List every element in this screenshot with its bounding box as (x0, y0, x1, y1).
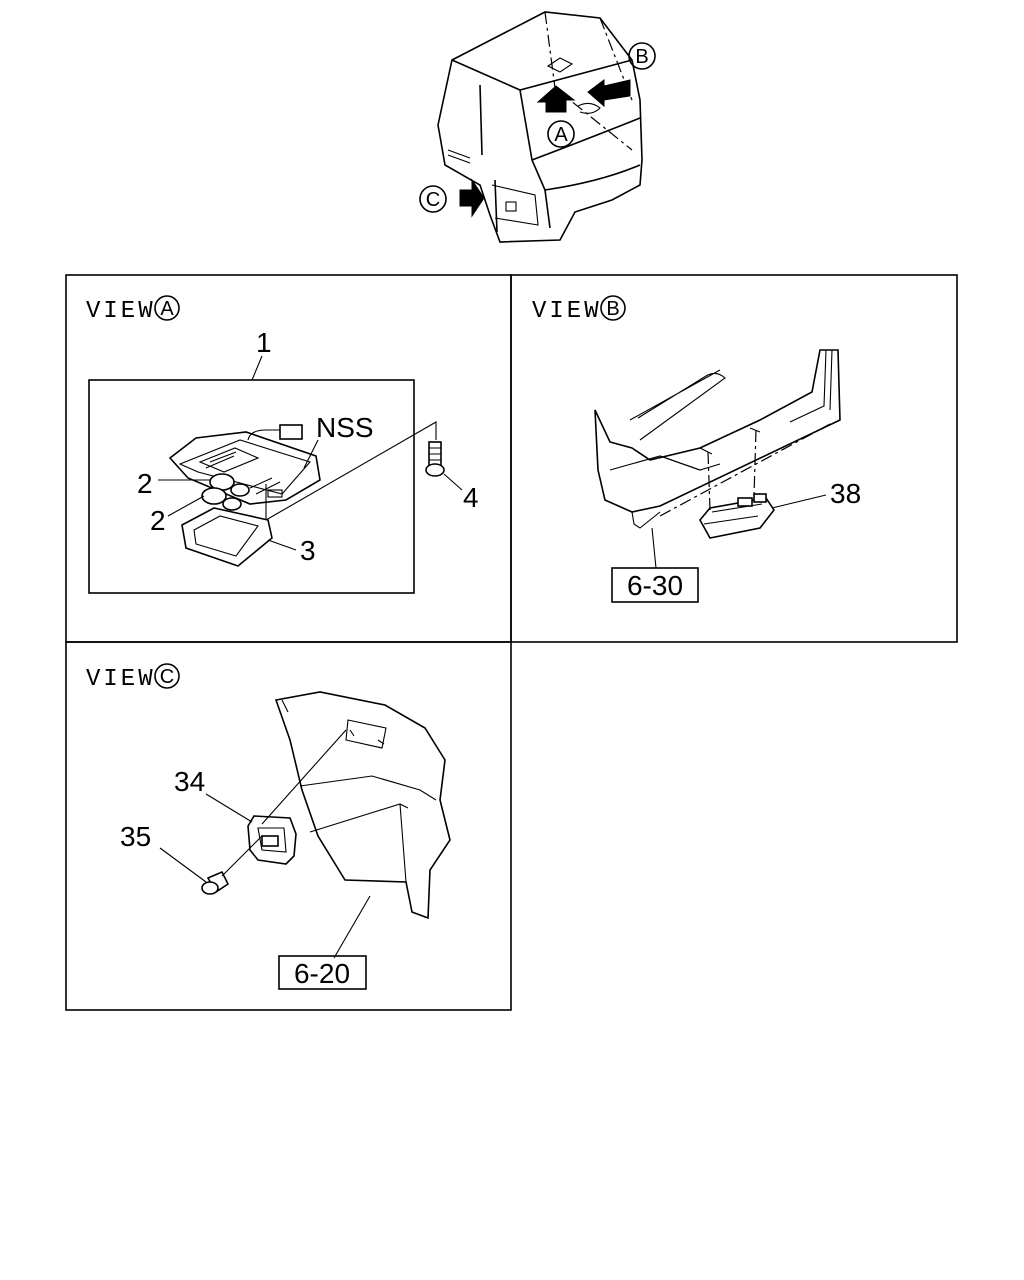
part-label-2-lower: 2 (150, 505, 166, 536)
screw-35 (201, 870, 230, 895)
callout-b: B (628, 42, 656, 70)
view-a-title: VIEW A (86, 295, 180, 325)
svg-text:A: A (554, 124, 568, 146)
svg-text:A: A (160, 298, 174, 320)
part-label-2-upper: 2 (137, 468, 153, 499)
side-trim-panel (274, 691, 451, 920)
lamp-lens (181, 507, 273, 567)
view-c: VIEW C 34 35 6-20 (86, 663, 451, 990)
part-label-3: 3 (300, 535, 316, 566)
svg-text:6-20: 6-20 (294, 958, 350, 989)
step-lamp-34 (247, 815, 297, 865)
lamp-assembly-frame (88, 379, 415, 594)
svg-text:B: B (635, 46, 648, 68)
bulb-lower (201, 487, 227, 505)
part-label-35: 35 (120, 821, 151, 852)
part-label-nss: NSS (316, 412, 374, 443)
arrow-up-icon (536, 85, 576, 113)
view-b-title: VIEW B (532, 295, 626, 325)
view-c-title: VIEW C (86, 663, 180, 693)
view-b: VIEW B 38 6-30 (532, 295, 861, 603)
svg-text:VIEW: VIEW (532, 298, 602, 325)
overhead-panel (594, 349, 841, 513)
svg-text:C: C (426, 189, 440, 211)
part-label-4: 4 (463, 482, 479, 513)
view-b-panel (510, 274, 958, 643)
callout-c: C (419, 185, 447, 213)
svg-text:C: C (160, 666, 174, 688)
map-lamp-38 (699, 497, 775, 539)
ref-box-6-30: 6-30 (611, 567, 699, 603)
cab-overview: A B C (419, 11, 656, 243)
svg-text:VIEW: VIEW (86, 298, 156, 325)
part-label-1: 1 (256, 327, 272, 358)
arrow-right-icon (459, 178, 485, 218)
room-lamp-housing (168, 431, 321, 505)
svg-text:B: B (606, 298, 619, 320)
view-c-panel (65, 641, 512, 1011)
part-label-34: 34 (174, 766, 205, 797)
part-label-38: 38 (830, 478, 861, 509)
svg-text:VIEW: VIEW (86, 666, 156, 693)
arrow-left-icon (587, 79, 631, 108)
callout-a: A (547, 120, 575, 148)
screw-4 (425, 441, 445, 477)
svg-text:6-30: 6-30 (627, 570, 683, 601)
ref-box-6-20: 6-20 (278, 955, 367, 990)
view-a: VIEW A 1 (86, 295, 479, 594)
